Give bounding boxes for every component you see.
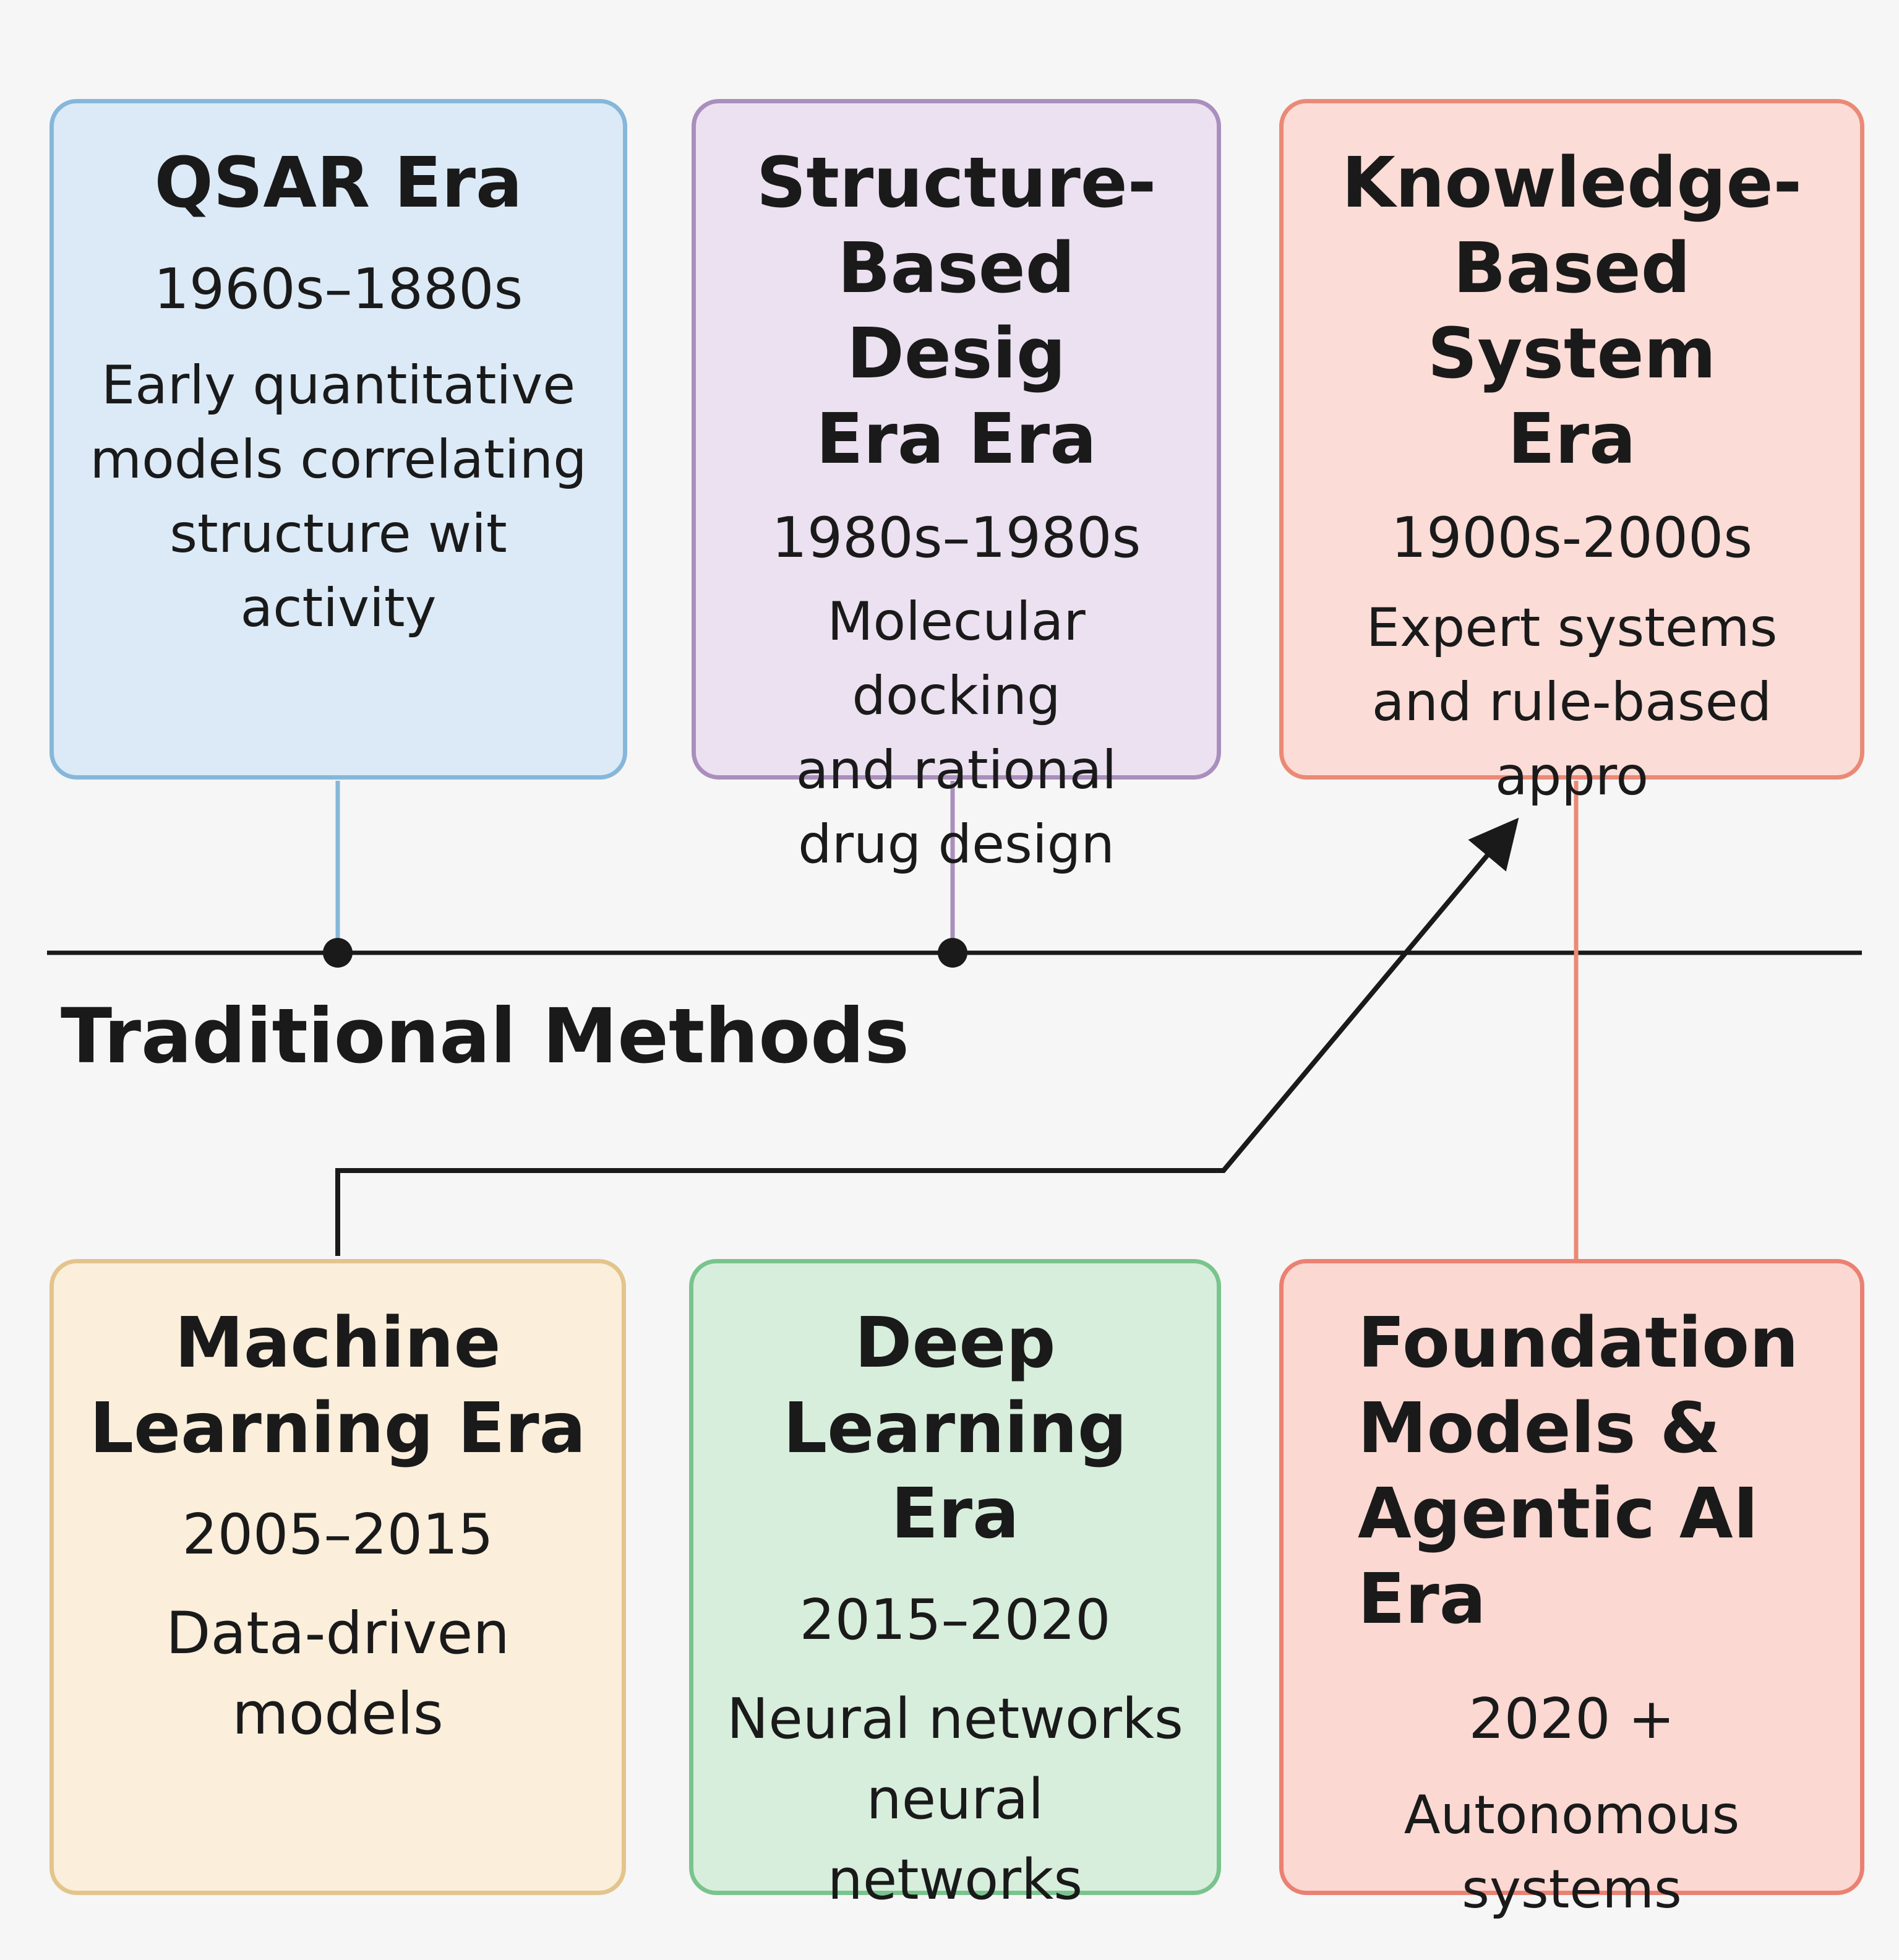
era-desc-line: Neural networks [727,1687,1183,1752]
era-desc-line: neural [866,1767,1044,1832]
era-card-knowledge-based: Knowledge- Based System Era 1900s-2000s … [1279,99,1864,807]
era-title-line: Learning Era [89,1388,586,1469]
era-card-deep-learning: Deep Learning Era 2015–2020 Neural netwo… [689,1259,1221,1912]
era-title: Knowledge- Based System Era [1308,140,1835,482]
era-title-line: Based Desig [838,228,1075,394]
era-title-line: Models & [1358,1388,1721,1469]
era-title-line: Machine [174,1303,501,1383]
era-desc-line: Molecular docking [827,591,1086,727]
era-desc-line: Autonomous systems [1404,1784,1740,1920]
era-title-line: Era Era [816,399,1097,479]
era-desc-line: drug design [798,814,1115,875]
era-title-line: QSAR Era [154,143,523,223]
era-years: 2005–2015 [182,1502,494,1567]
ml-to-knowledge-arrow [335,817,1519,1256]
structure-timeline-dot [938,938,967,968]
era-description: Molecular docking and rational drug desi… [721,585,1192,882]
era-desc-line: and rational [795,739,1117,801]
era-description: Autonomous systems [1308,1778,1835,1927]
era-title-line: Knowledge- [1341,143,1803,223]
era-years: 2015–2020 [799,1588,1111,1653]
era-title: Foundation Models & Agentic AI Era [1308,1300,1835,1642]
era-description: Early quantitative models correlating st… [79,348,598,645]
era-desc-line: models [232,1680,444,1748]
era-card-foundation-models: Foundation Models & Agentic AI Era 2020 … [1279,1259,1864,1920]
era-desc-line: models correlating [90,429,587,491]
era-title: Structure- Based Desig Era Era [721,140,1192,482]
era-title-line: Agentic AI Era [1358,1474,1759,1640]
era-years: 2020 + [1468,1687,1675,1752]
era-years: 1980s–1980s [771,505,1141,570]
era-card-qsar: QSAR Era 1960s–1880s Early quantitative … [49,99,627,780]
era-description: Neural networks neural networks [727,1679,1183,1920]
era-desc-line: structure wit activity [169,503,507,639]
era-desc-line: and rule-based appro [1371,671,1772,807]
era-title-line: Deep [854,1303,1056,1383]
qsar-timeline-dot [323,938,353,968]
era-desc-line: Data-driven [166,1600,510,1667]
era-title-line: Learning Era [782,1388,1128,1554]
era-title-line: Era [1507,399,1636,479]
era-desc-line: networks [827,1847,1083,1912]
era-years: 1900s-2000s [1391,505,1753,570]
era-title-line: Based System [1427,228,1717,394]
era-description: Expert systems and rule-based appro [1308,591,1835,814]
era-title: QSAR Era [154,140,522,226]
era-title-line: Structure- [756,143,1157,223]
era-desc-line: Expert systems [1366,597,1778,659]
era-desc-line: Early quantitative [101,355,576,416]
era-card-machine-learning: Machine Learning Era 2005–2015 Data-driv… [49,1259,626,1895]
era-title-line: Foundation [1358,1303,1799,1383]
era-description: Data-driven models [166,1594,510,1755]
section-label-traditional-methods: Traditional Methods [61,992,909,1080]
era-title: Machine Learning Era [90,1300,586,1471]
era-title: Deep Learning Era [718,1300,1192,1557]
era-years: 1960s–1880s [153,257,523,322]
era-card-structure-based: Structure- Based Desig Era Era 1980s–198… [692,99,1221,875]
